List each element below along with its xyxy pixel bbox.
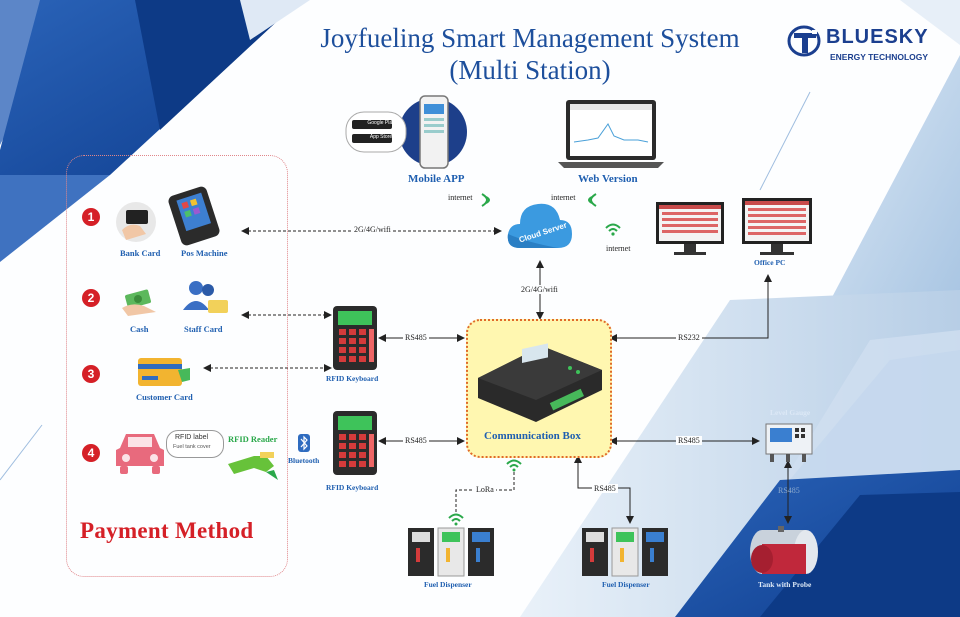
rfid-keyboard-1-icon: [333, 306, 377, 370]
rfid-reader-label: RFID Reader: [228, 434, 278, 444]
link-commbox-pc: [609, 274, 772, 342]
title-line-1: Joyfueling Smart Management System: [320, 23, 740, 53]
rfid-label-bubble: RFID label Fuel tank cover: [166, 430, 224, 458]
level-gauge-label: Level Gauge: [770, 408, 811, 417]
cash-label: Cash: [130, 324, 149, 334]
customer-card-icon: [138, 358, 190, 386]
logo-name: BLUESKY: [826, 26, 929, 48]
payment-method-frame: [66, 155, 288, 577]
laptop-icon: [558, 100, 664, 168]
communication-box-icon: [478, 343, 602, 422]
staff-card-label: Staff Card: [184, 324, 223, 334]
logo-tagline: ENERGY TECHNOLOGY: [830, 52, 929, 62]
internet-label-2: internet: [549, 193, 578, 202]
cash-icon: [122, 289, 156, 316]
office-pc-label: Office PC: [754, 258, 786, 267]
fuel-dispenser-1-icon: [408, 527, 494, 577]
internet-label-3: internet: [604, 244, 633, 253]
wifi-icon-1: [481, 193, 490, 207]
tank-label: Tank with Probe: [758, 580, 812, 589]
rfid-keyboard-2-icon: [333, 411, 377, 475]
pos-machine-icon: [168, 186, 220, 246]
bluesky-logo-icon: [787, 25, 821, 57]
pos-machine-label: Pos Machine: [181, 248, 228, 258]
link-label-rs232: RS232: [676, 333, 702, 342]
rfid-keyboard-1-label: RFID Keyboard: [326, 374, 379, 383]
link-label-rs485-tank: RS485: [778, 486, 800, 495]
fuel-dispenser-1-label: Fuel Dispenser: [424, 580, 472, 589]
row-number-2: 2: [82, 289, 100, 307]
staff-card-icon: [183, 281, 228, 313]
wifi-icon-3: [605, 223, 621, 236]
link-label-rs485-dispenser: RS485: [592, 484, 618, 493]
link-label-lora: LoRa: [474, 485, 496, 494]
row-number-3: 3: [82, 365, 100, 383]
rfid-keyboard-2-label: RFID Keyboard: [326, 483, 379, 492]
rfid-bubble-line-2: Fuel tank cover: [173, 444, 211, 450]
link-label-rs485-kb2: RS485: [403, 436, 429, 445]
link-label-pos-cloud: 2G/4G/wifi: [352, 225, 393, 234]
bluetooth-icon: [298, 434, 310, 452]
bank-card-icon: [116, 202, 156, 242]
link-label-cloud-box: 2G/4G/wifi: [519, 285, 560, 294]
dispenser-wifi-icon: [448, 513, 464, 526]
bluetooth-label: Bluetooth: [288, 456, 320, 465]
payment-method-label: Payment Method: [80, 518, 254, 543]
web-version-label: Web Version: [578, 173, 638, 185]
fuel-nozzle-icon: [228, 452, 278, 480]
customer-card-label: Customer Card: [136, 392, 193, 402]
page-title: Joyfueling Smart Management System (Mult…: [240, 22, 820, 86]
title-line-2: (Multi Station): [449, 55, 611, 85]
communication-box-label: Communication Box: [484, 430, 581, 442]
wifi-icon-2: [588, 193, 597, 207]
internet-label-1: internet: [446, 193, 475, 202]
bank-card-label: Bank Card: [120, 248, 161, 258]
mobile-app-icon: [345, 95, 467, 169]
office-pc-icon: [656, 198, 812, 255]
mobile-app-label: Mobile APP: [408, 173, 465, 185]
link-label-rs485-kb1: RS485: [403, 333, 429, 342]
car-icon: [116, 434, 164, 474]
fuel-dispenser-2-label: Fuel Dispenser: [602, 580, 650, 589]
tank-icon: [750, 526, 818, 574]
rfid-bubble-line-1: RFID label: [175, 434, 209, 441]
app-store-label: App Store: [369, 134, 393, 140]
row-number-4: 4: [82, 444, 100, 462]
lora-wifi-icon: [506, 459, 522, 472]
cloud-server-icon: [507, 203, 572, 248]
link-label-rs485-gauge: RS485: [676, 436, 702, 445]
row-number-1: 1: [82, 208, 100, 226]
fuel-dispenser-2-icon: [582, 527, 668, 577]
level-gauge-icon: [765, 423, 813, 462]
google-play-label: Google Play: [367, 120, 395, 126]
